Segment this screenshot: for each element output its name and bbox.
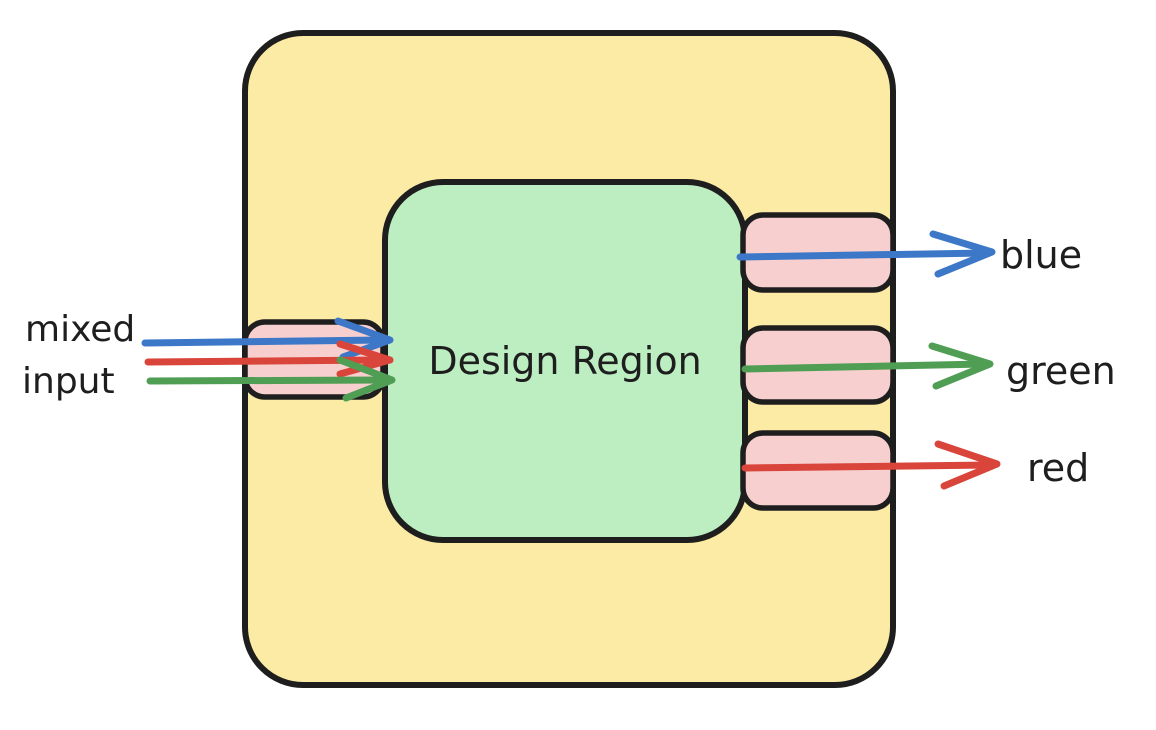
input-label-line2: input: [22, 361, 115, 402]
output-label-blue: blue: [1000, 233, 1082, 277]
output-label-red: red: [1027, 446, 1089, 490]
output-arrow-green: [741, 342, 994, 390]
input-label-line1: mixed: [25, 309, 135, 350]
output-label-green: green: [1006, 349, 1116, 393]
output-arrow-red: [741, 440, 1001, 490]
input-arrow-green: [146, 356, 396, 402]
design-region-label: Design Region: [428, 339, 701, 383]
output-arrow-blue: [736, 230, 996, 278]
